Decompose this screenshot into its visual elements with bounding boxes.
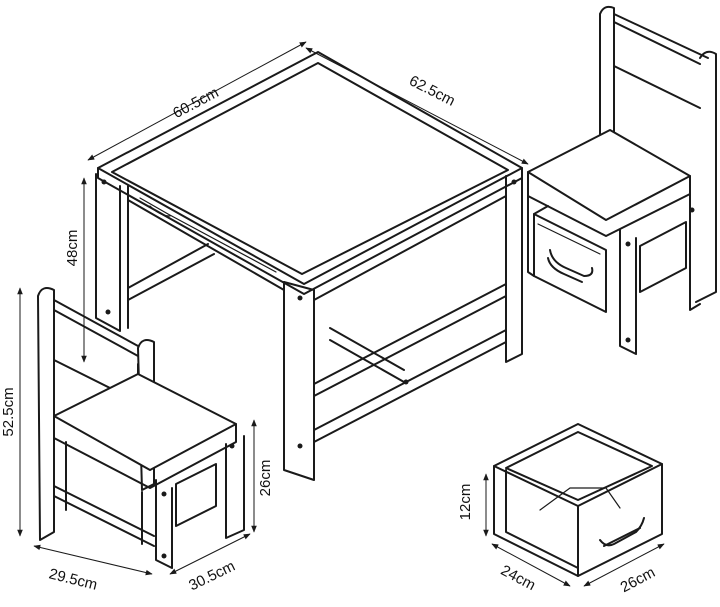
chair-right xyxy=(527,5,717,355)
chair-right-storage-bin xyxy=(533,213,607,313)
label-bin-height: 12cm xyxy=(457,484,474,521)
table-lower-shelf xyxy=(313,283,507,385)
chair-left xyxy=(37,287,245,569)
label-seat-height: 26cm xyxy=(257,460,274,497)
label-chair-height: 52.5cm xyxy=(0,387,17,436)
label-table-height: 48cm xyxy=(64,230,81,267)
table-leg-front-left xyxy=(95,173,121,332)
label-bin-width: 24cm xyxy=(498,562,538,594)
dimension-lines xyxy=(17,41,665,587)
label-bin-depth: 26cm xyxy=(618,564,658,596)
label-chair-width: 29.5cm xyxy=(47,565,99,593)
table-top xyxy=(97,51,523,285)
storage-bin xyxy=(493,423,663,577)
table-leg-front xyxy=(283,281,315,481)
label-chair-depth: 30.5cm xyxy=(186,558,238,595)
table-leg-right xyxy=(505,171,523,363)
